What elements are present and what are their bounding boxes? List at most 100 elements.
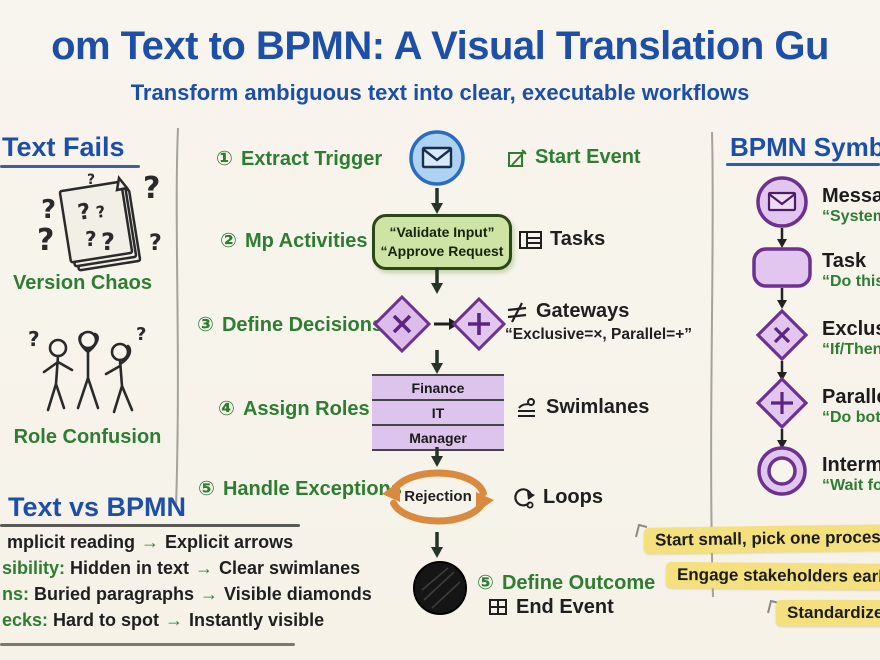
versus-left: Hard to spot bbox=[53, 610, 160, 630]
step-6-text: Define Outcome bbox=[501, 572, 656, 594]
step-4-label: ④ Assign Roles bbox=[218, 396, 370, 421]
versus-lead: sibility: bbox=[2, 558, 66, 578]
arrow-glyph: → bbox=[141, 532, 160, 552]
legend-item-desc: “If/Then...” bbox=[822, 341, 880, 358]
gateways-sublabel: “Exclusive=×, Parallel=+” bbox=[505, 326, 692, 343]
versus-right: Explicit arrows bbox=[165, 532, 294, 552]
table-icon bbox=[519, 230, 542, 249]
swimlane-label: Finance bbox=[411, 379, 465, 396]
step-1-text: Extract Trigger bbox=[240, 148, 383, 170]
gateways-label: Gateways bbox=[536, 300, 630, 322]
swimlane-row: Finance bbox=[372, 374, 504, 399]
loop-arrowhead bbox=[476, 492, 494, 513]
versus-lead: ns: bbox=[2, 584, 29, 604]
swimlanes-label: Swimlanes bbox=[546, 396, 650, 418]
versus-right: Instantly visible bbox=[189, 610, 325, 630]
step-6-number: ⑤ bbox=[477, 572, 494, 594]
end-event-label: End Event bbox=[516, 596, 614, 618]
svg-text:?: ? bbox=[95, 202, 107, 222]
step-3-number: ③ bbox=[197, 314, 214, 336]
versus-row: sibility:Hidden in text→Clear swimlanes bbox=[2, 558, 360, 584]
start-event-label-group: Start Event bbox=[506, 146, 641, 169]
versus-row: ns:Buried paragraphs→Visible diamonds bbox=[2, 584, 372, 610]
role-confusion-caption: Role Confusion bbox=[13, 426, 162, 448]
svg-text:?: ? bbox=[87, 172, 95, 188]
svg-text:?: ? bbox=[136, 324, 146, 345]
left-divider bbox=[175, 127, 179, 509]
not-equal-icon bbox=[507, 301, 527, 323]
svg-text:?: ? bbox=[76, 199, 93, 226]
note-corner-mark bbox=[635, 523, 648, 538]
versus-right: Clear swimlanes bbox=[219, 558, 361, 578]
legend-item-desc: “Do this...” bbox=[822, 273, 880, 290]
swimlane-row: IT bbox=[372, 399, 504, 424]
text-vs-bpmn-heading: Text vs BPMN bbox=[8, 492, 187, 522]
step-2-number: ② bbox=[220, 230, 237, 252]
legend-item-desc: “System...” bbox=[822, 208, 880, 225]
versus-bottom-rule bbox=[0, 643, 295, 646]
text-fails-heading: Text Fails bbox=[2, 132, 125, 162]
page-subtitle: Transform ambiguous text into clear, exe… bbox=[130, 80, 750, 105]
svg-text:?: ? bbox=[101, 228, 115, 256]
swimlane-box: Finance IT Manager bbox=[372, 374, 504, 451]
step-1-number: ① bbox=[216, 148, 233, 170]
legend-item-desc: “Wait for...” bbox=[822, 477, 880, 494]
svg-text:?: ? bbox=[37, 223, 54, 258]
gateway-diamonds bbox=[372, 294, 507, 354]
task-box-line-1: “Validate Input” bbox=[389, 224, 495, 240]
arrow-glyph: → bbox=[195, 558, 214, 578]
legend-underline bbox=[726, 163, 880, 166]
step-4-number: ④ bbox=[218, 398, 235, 420]
swimlane-label: IT bbox=[431, 404, 445, 421]
step-5-text: Handle Exceptions bbox=[222, 478, 402, 500]
tip-note: Standardize bbox=[776, 600, 880, 626]
flow-arrow bbox=[431, 268, 443, 294]
version-chaos-caption: Version Chaos bbox=[13, 272, 152, 294]
step-2-text: Mp Activities bbox=[244, 230, 368, 252]
svg-text:?: ? bbox=[28, 327, 40, 351]
versus-lead: ecks: bbox=[2, 610, 49, 630]
versus-left: mplicit reading bbox=[7, 532, 136, 552]
task-box: “Validate Input” “Approve Request bbox=[372, 214, 512, 270]
end-event-label-group: End Event bbox=[488, 596, 614, 619]
window-grid-icon bbox=[489, 599, 507, 615]
versus-row: ecks:Hard to spot→Instantly visible bbox=[2, 610, 324, 636]
loops-label: Loops bbox=[543, 486, 603, 508]
swimmer-icon bbox=[518, 398, 535, 417]
tip-note: Engage stakeholders early bbox=[665, 561, 880, 591]
flow-arrow bbox=[431, 532, 443, 558]
rejection-label: Rejection bbox=[404, 488, 472, 505]
legend-heading: BPMN Symbol bbox=[730, 132, 880, 162]
versus-row: mplicit reading→Explicit arrows bbox=[2, 532, 293, 558]
start-event-label: Start Event bbox=[535, 146, 641, 168]
legend-symbols bbox=[752, 176, 812, 496]
swimlane-label: Manager bbox=[409, 429, 467, 446]
svg-text:?: ? bbox=[85, 227, 97, 251]
page-title: om Text to BPMN: A Visual Translation Gu bbox=[51, 24, 829, 68]
legend-item-desc: “Do both...” bbox=[822, 409, 880, 426]
step-2-label: ② Mp Activities bbox=[220, 228, 368, 253]
flow-arrow bbox=[431, 447, 443, 467]
loop-diagram bbox=[382, 469, 494, 525]
legend-item-name: Exclusive bbox=[822, 318, 880, 340]
flow-arrow bbox=[431, 350, 443, 374]
svg-text:?: ? bbox=[41, 195, 56, 225]
end-event-node bbox=[413, 561, 467, 615]
swimlanes-label-group: Swimlanes bbox=[514, 396, 649, 419]
versus-left: Hidden in text bbox=[70, 558, 190, 578]
loops-label-group: Loops bbox=[512, 486, 603, 509]
step-3-label: ③ Define Decisions bbox=[197, 312, 383, 337]
svg-text:?: ? bbox=[149, 231, 162, 256]
versus-left: Buried paragraphs bbox=[34, 584, 195, 604]
text-fails-underline bbox=[0, 165, 140, 168]
tip-note: Start small, pick one process bbox=[643, 524, 880, 554]
step-3-text: Define Decisions bbox=[221, 314, 384, 336]
task-rect bbox=[752, 247, 812, 288]
arrow-glyph: → bbox=[200, 584, 219, 604]
pencil-square-icon bbox=[508, 148, 527, 167]
versus-right: Visible diamonds bbox=[224, 584, 372, 604]
step-4-text: Assign Roles bbox=[242, 398, 370, 420]
loop-icon bbox=[514, 487, 535, 508]
